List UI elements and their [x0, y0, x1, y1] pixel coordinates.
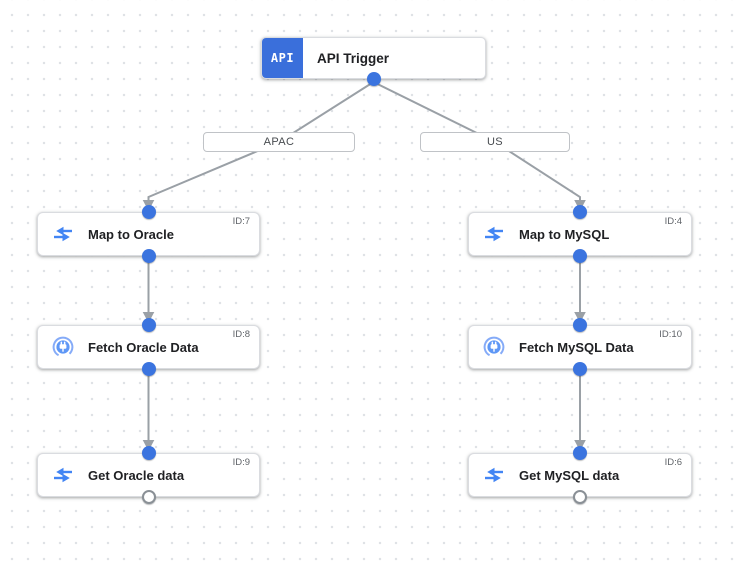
- data-mapping-icon: [52, 223, 74, 245]
- node-label: Map to MySQL: [519, 226, 610, 242]
- node-id-badge: ID:4: [664, 216, 682, 227]
- node-label: Get Oracle data: [88, 467, 185, 483]
- node-label: Get MySQL data: [519, 467, 620, 483]
- node-id-badge: ID:8: [232, 329, 250, 340]
- node-id-badge: ID:10: [659, 329, 682, 340]
- connection-dot-fetch-mysql-in[interactable]: [573, 318, 587, 332]
- edge-label-us[interactable]: US: [420, 132, 570, 152]
- node-id-badge: ID:9: [232, 457, 250, 468]
- connection-dot-map-mysql-out[interactable]: [573, 249, 587, 263]
- node-id-badge: ID:6: [664, 457, 682, 468]
- connection-dot-get-mysql-end[interactable]: [573, 490, 587, 504]
- data-mapping-icon: [52, 464, 74, 486]
- data-mapping-icon: [483, 223, 505, 245]
- node-fetch-oracle-data[interactable]: Fetch Oracle Data ID:8: [37, 325, 260, 369]
- data-mapping-icon: [483, 464, 505, 486]
- api-trigger-icon: API: [262, 38, 303, 78]
- edge-line-apac: [147, 81, 375, 201]
- connection-dot-get-oracle-end[interactable]: [141, 490, 156, 504]
- node-fetch-mysql-data[interactable]: Fetch MySQL Data ID:10: [468, 325, 692, 369]
- connection-dot-trigger-out[interactable]: [366, 72, 381, 86]
- arrowhead-icon: [574, 312, 586, 323]
- node-label: Map to Oracle: [88, 226, 174, 242]
- connection-dot-map-oracle-in[interactable]: [141, 205, 156, 219]
- node-label: Fetch Oracle Data: [88, 339, 199, 355]
- node-label: Fetch MySQL Data: [519, 339, 634, 355]
- connection-dot-fetch-oracle-in[interactable]: [141, 318, 156, 332]
- edge-label-text: US: [486, 136, 504, 148]
- arrowhead-icon: [574, 440, 586, 451]
- connection-dot-get-oracle-in[interactable]: [141, 446, 156, 460]
- connection-dot-fetch-oracle-out[interactable]: [141, 362, 156, 376]
- node-id-badge: ID:7: [232, 216, 250, 227]
- edge-label-apac[interactable]: APAC: [203, 132, 355, 152]
- arrowhead-icon: [142, 440, 155, 451]
- trigger-label: API Trigger: [317, 50, 390, 66]
- connection-dot-fetch-mysql-out[interactable]: [573, 362, 587, 376]
- edge-label-text: APAC: [263, 136, 295, 148]
- connector-icon: [52, 336, 74, 358]
- connector-icon: [483, 336, 505, 358]
- connection-dot-map-mysql-in[interactable]: [573, 205, 587, 219]
- connection-dot-get-mysql-in[interactable]: [573, 446, 587, 460]
- node-map-to-oracle[interactable]: Map to Oracle ID:7: [37, 212, 260, 256]
- edge-line-us: [373, 81, 581, 201]
- connection-dot-map-oracle-out[interactable]: [141, 249, 156, 263]
- api-trigger-icon-text: API: [270, 51, 295, 65]
- arrowhead-icon: [142, 312, 155, 323]
